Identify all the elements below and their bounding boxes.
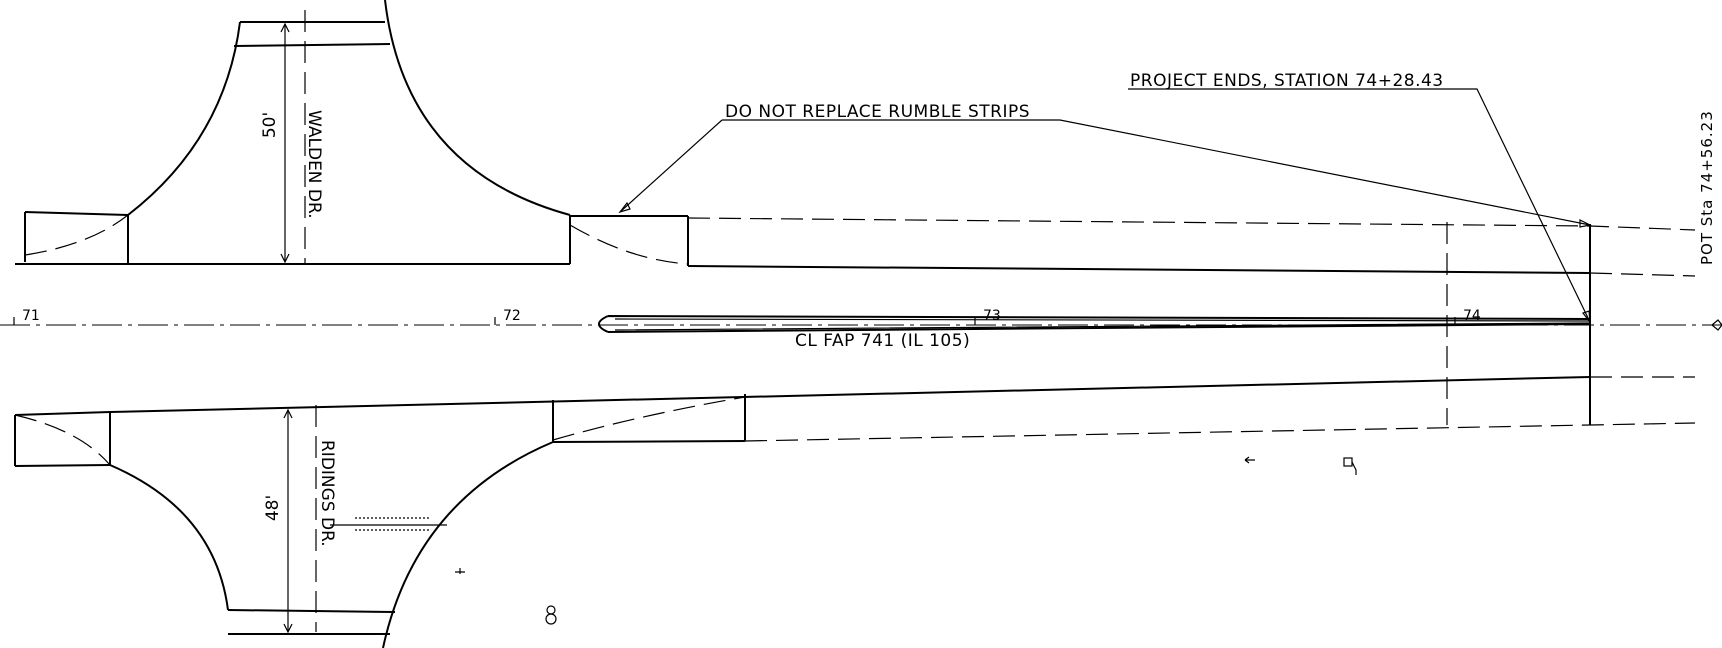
- median-island: [598, 315, 1591, 333]
- north-roadway-edges: [15, 217, 1696, 425]
- ridings-dr-intersection: 48' RIDINGS DR.: [14, 394, 746, 648]
- misc-symbols: [455, 456, 1357, 625]
- walden-street-label: WALDEN DR.: [304, 110, 324, 219]
- arrow-symbol: [1244, 456, 1255, 464]
- walden-dr-intersection: 50' WALDEN DR.: [24, 0, 689, 266]
- project-ends-leader: [1128, 88, 1591, 323]
- ridings-width-label: 48': [263, 495, 283, 521]
- centerline-label: CL FAP 741 (IL 105): [795, 331, 970, 351]
- walden-width-label: 50': [260, 112, 280, 138]
- station-71: 71: [22, 308, 40, 324]
- rumble-leader-east: [722, 119, 1591, 226]
- ridings-street-label: RIDINGS DR.: [317, 440, 337, 547]
- south-shoulder-line: [744, 422, 1696, 442]
- south-edge-of-pavement: [109, 376, 1591, 413]
- station-72: 72: [503, 308, 521, 324]
- rumble-leader-west: [619, 119, 723, 213]
- south-roadway-edges: [109, 376, 1696, 443]
- walden-west-stub-top: [24, 211, 129, 216]
- ridings-west-radius: [109, 464, 229, 611]
- centerline-group: 71 72 73 74 CL FAP 741 (IL 105): [0, 308, 1722, 351]
- walden-curb-line: [233, 43, 391, 47]
- rumble-strips-note: DO NOT REPLACE RUMBLE STRIPS: [725, 102, 1030, 122]
- utility-symbol: [546, 605, 556, 615]
- ridings-east-radius: [382, 441, 554, 648]
- station-73: 73: [983, 308, 1001, 324]
- project-ends-note: PROJECT ENDS, STATION 74+28.43: [1130, 71, 1444, 91]
- sign-symbol: [1343, 457, 1353, 467]
- callouts: DO NOT REPLACE RUMBLE STRIPS PROJECT END…: [618, 71, 1716, 324]
- pot-station-label: POT Sta 74+56.23: [1698, 110, 1716, 265]
- station-74: 74: [1463, 308, 1481, 324]
- walden-east-radius: [384, 0, 571, 216]
- walden-west-radius: [127, 21, 241, 216]
